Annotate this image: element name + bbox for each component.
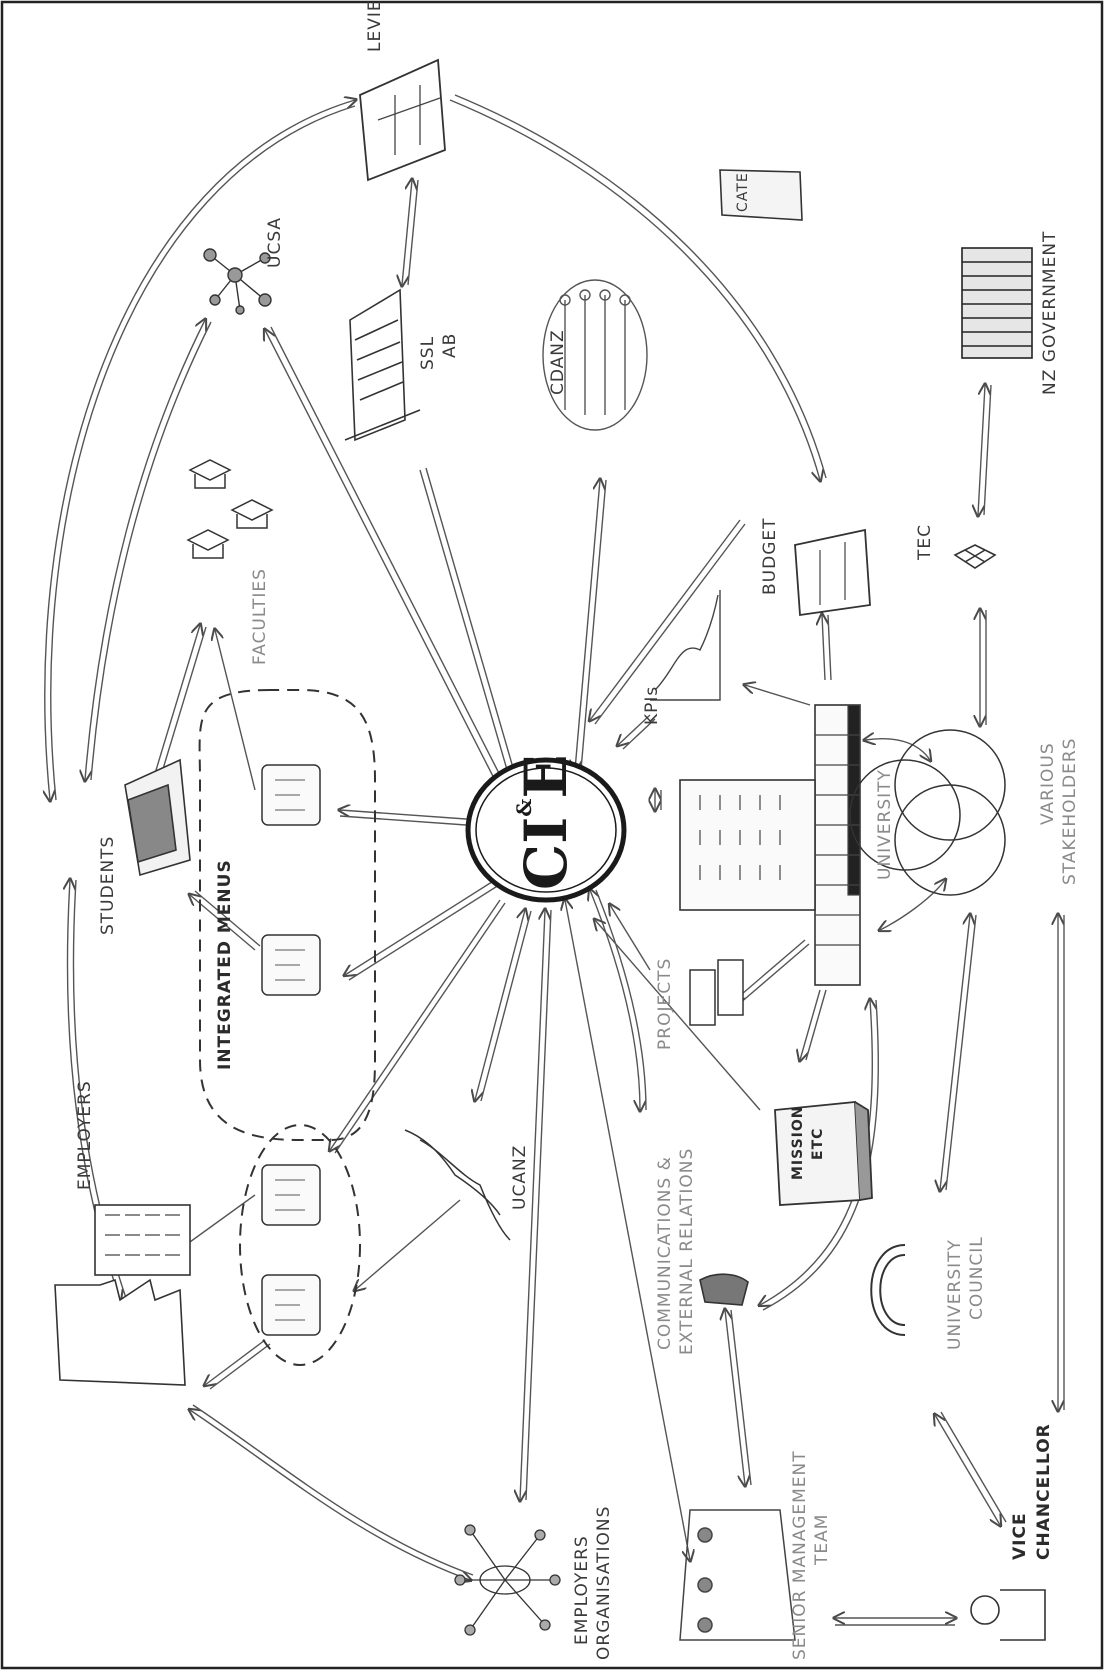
tec-logo-icon: [955, 545, 995, 568]
ssl-ab-building-icon: [345, 290, 420, 440]
arrow-students-levies: [45, 100, 355, 800]
label-cdanz: CDANZ: [548, 329, 568, 395]
vice-chancellor-icon: [971, 1590, 1045, 1640]
label-employers: EMPLOYERS: [75, 1080, 95, 1190]
projects-folders-icon: [690, 960, 743, 1025]
label-integrated-menus: INTEGRATED MENUS: [215, 859, 235, 1070]
label-nz-government: NZ GOVERNMENT: [1040, 231, 1060, 395]
employers-factory-icon: [55, 1205, 190, 1385]
label-university: UNIVERSITY: [875, 769, 895, 880]
arrow-tec-nzgov: [978, 385, 985, 515]
arrow-ucsa-students: [85, 320, 205, 780]
label-stakeholders-1: VARIOUS: [1038, 742, 1058, 825]
communications-phone-icon: [700, 1274, 748, 1305]
menu-of-services-icon: [262, 765, 320, 1335]
label-employers-orgs-2: ORGANISATIONS: [594, 1506, 614, 1660]
label-etc: ETC: [810, 1128, 826, 1160]
label-council-2: COUNCIL: [967, 1236, 987, 1320]
label-ssl: SSL: [418, 336, 438, 370]
stakeholders-venn-icon: [850, 730, 1005, 895]
label-budget: BUDGET: [760, 518, 780, 596]
university-council-icon: [871, 1245, 905, 1335]
label-smt-2: TEAM: [812, 1514, 832, 1565]
arrow-cdanz-cie: [575, 480, 600, 770]
label-comms-2: EXTERNAL RELATIONS: [677, 1148, 697, 1355]
levies-money-icon: [360, 60, 445, 180]
label-vice: VICE: [1010, 1512, 1030, 1560]
ucanz-nz-map-icon: [405, 1130, 510, 1240]
cie-text-ci: CI: [512, 817, 580, 890]
ucsa-network-icon: [204, 249, 271, 314]
employers-orgs-network-icon: [455, 1525, 560, 1635]
students-laptop-icon: [125, 760, 190, 875]
label-tec: TEC: [915, 524, 935, 560]
faculties-caps-icon: [188, 460, 272, 558]
arrow-budget-cie: [590, 520, 740, 720]
arrow-levies-budget: [450, 100, 820, 480]
cie-center-label: CI&E: [512, 754, 580, 890]
label-kpis: KPIs: [642, 686, 662, 725]
label-comms-1: COMMUNICATIONS &: [655, 1156, 675, 1350]
university-building-icon: [680, 705, 860, 985]
arrow-ucanz-cie: [475, 910, 525, 1100]
cie-text-e: E: [512, 754, 580, 798]
label-levies: LEVIES: [365, 0, 385, 52]
arrow-levies-ssl: [402, 180, 412, 285]
cie-text-amp: &: [512, 799, 536, 817]
label-stakeholders-2: STAKEHOLDERS: [1060, 738, 1080, 885]
label-ab: AB: [440, 333, 460, 358]
arrow-employers-orgs: [190, 1410, 470, 1580]
label-council-1: UNIVERSITY: [945, 1239, 965, 1350]
arrow-ssl-cie: [420, 470, 510, 780]
label-students: STUDENTS: [98, 836, 118, 935]
cate-book-icon: [720, 170, 802, 220]
arrow-council-vc: [935, 1415, 1000, 1525]
nz-government-building-icon: [962, 248, 1032, 358]
label-chancellor: CHANCELLOR: [1034, 1423, 1054, 1560]
label-smt-1: SENIOR MANAGEMENT: [790, 1450, 810, 1660]
label-mission: MISSION: [790, 1105, 806, 1180]
kpi-chart-icon: [650, 590, 720, 700]
arrow-ucsa-cie: [265, 330, 500, 790]
label-ucanz: UCANZ: [510, 1145, 530, 1210]
arrow-comms-smt: [725, 1310, 745, 1485]
label-faculties: FACULTIES: [250, 568, 270, 665]
budget-money-icon: [795, 530, 870, 615]
label-ucsa: UCSA: [265, 217, 285, 268]
label-projects: PROJECTS: [655, 958, 675, 1050]
senior-management-team-icon: [680, 1510, 795, 1640]
label-employers-orgs-1: EMPLOYERS: [572, 1535, 592, 1645]
arrow-stakeholders-council: [940, 915, 970, 1190]
label-cate: CATE: [735, 172, 751, 212]
